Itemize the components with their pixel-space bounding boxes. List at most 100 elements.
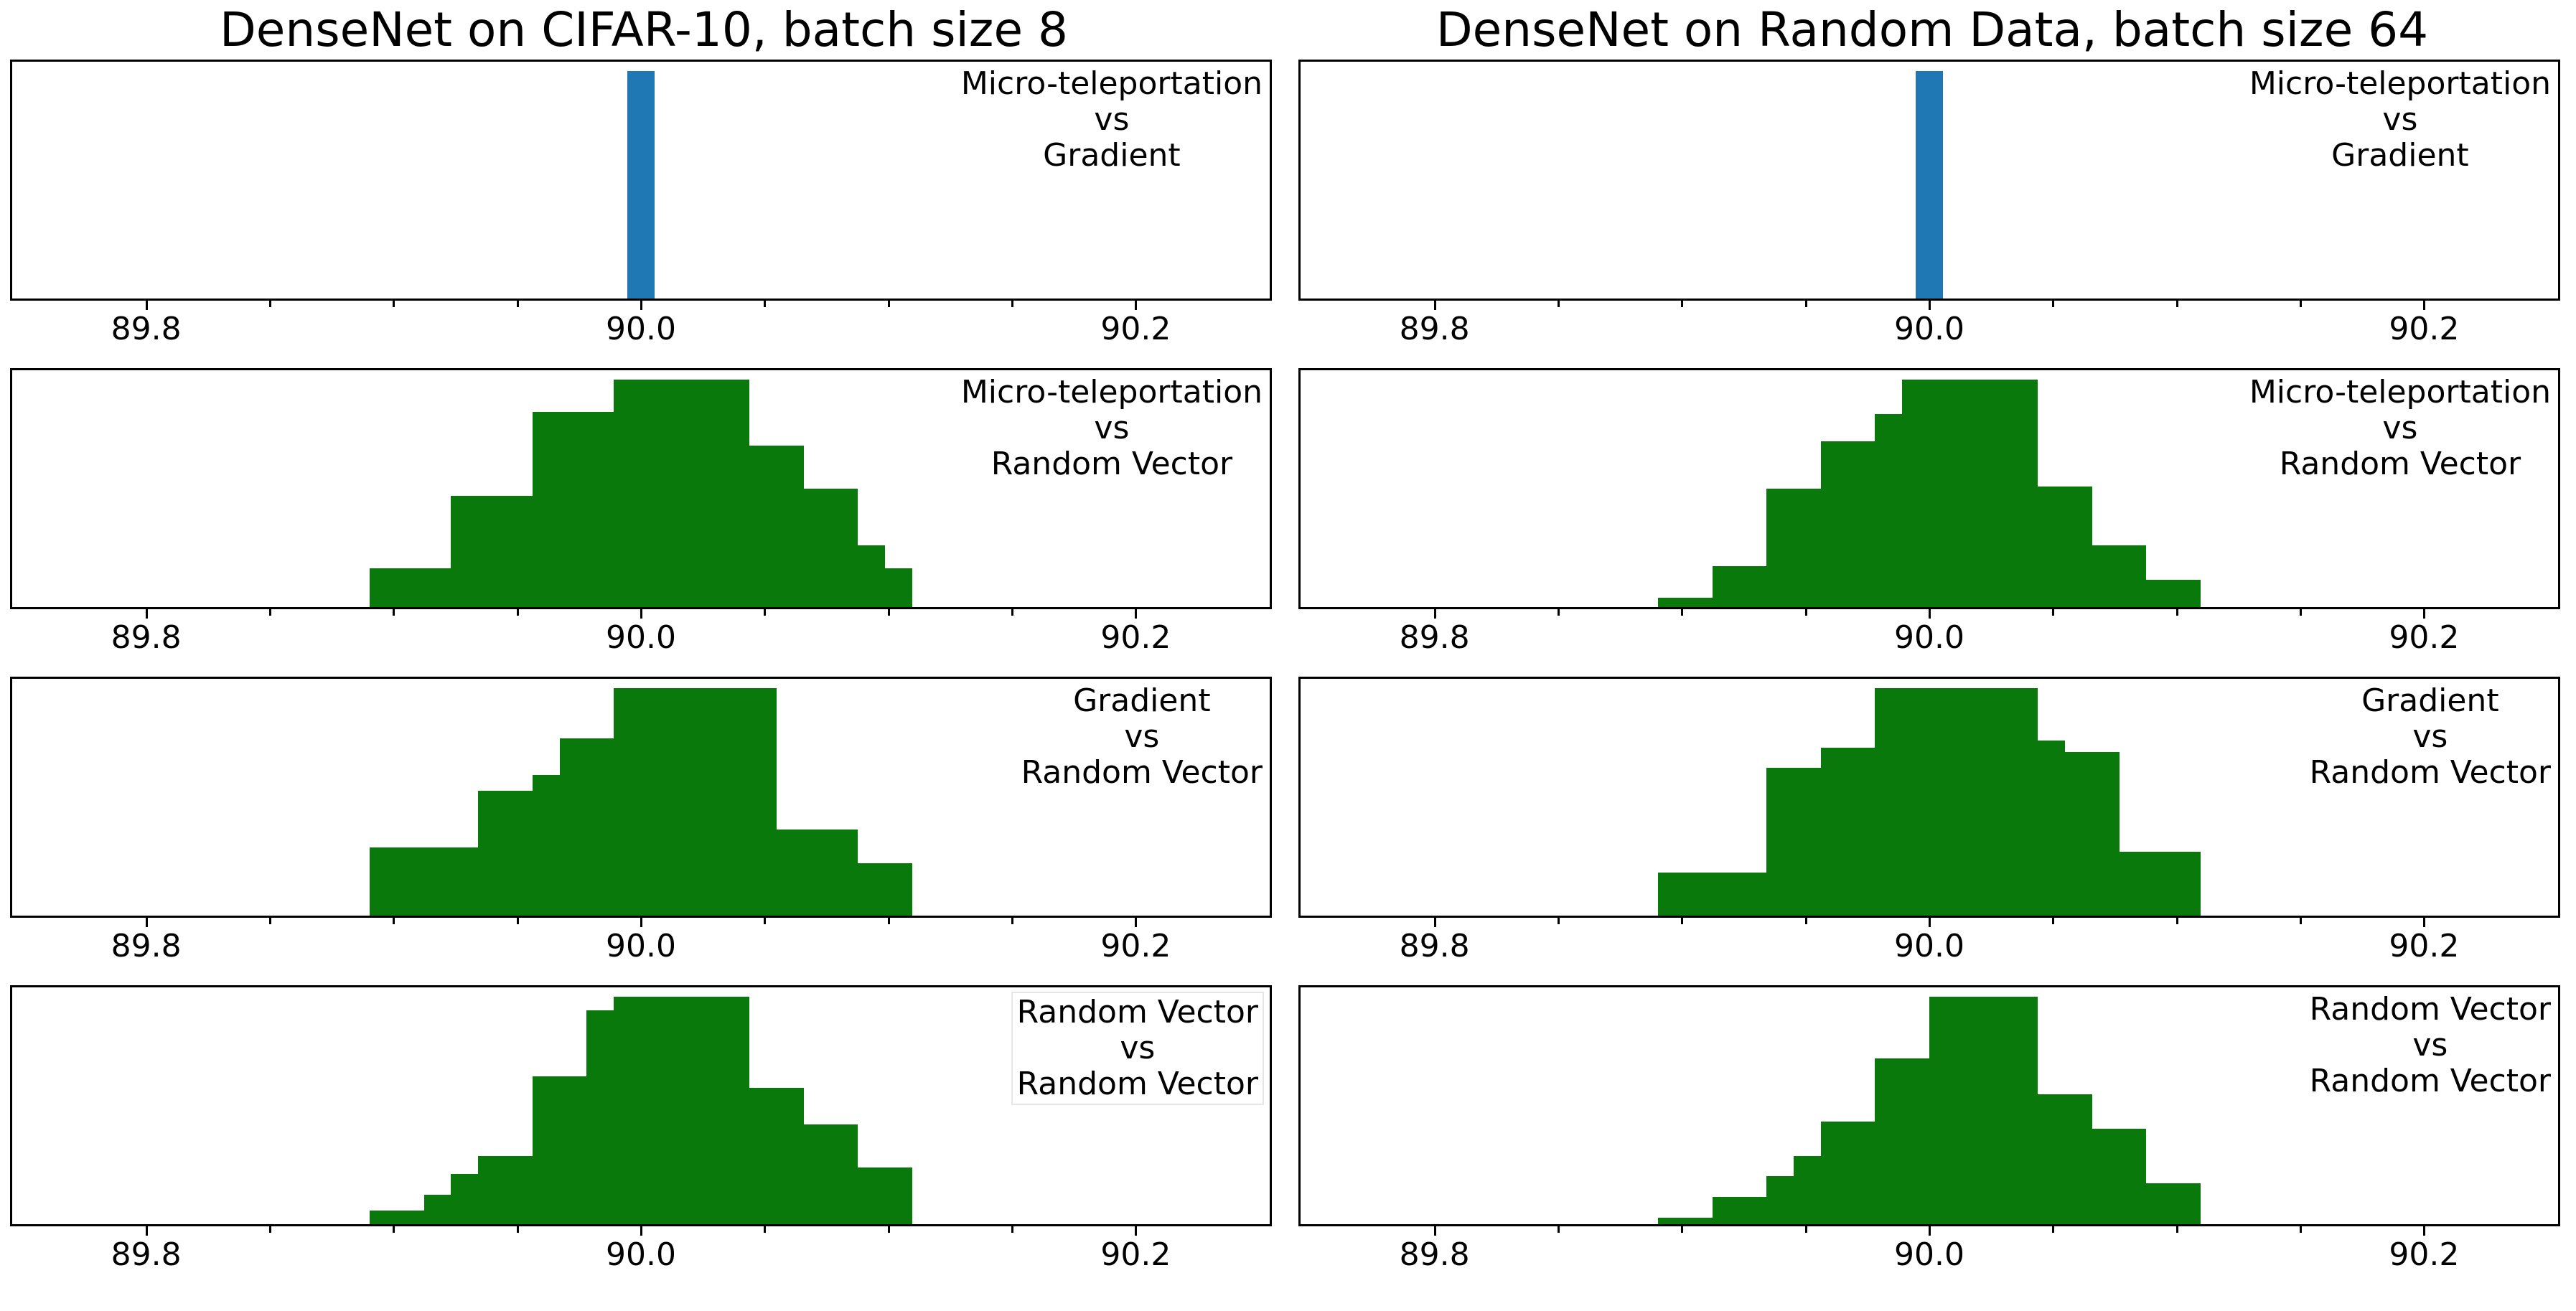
- histogram-bar: [559, 411, 587, 607]
- histogram-bar: [1739, 565, 1767, 607]
- x-axis-minor-tick: [1011, 301, 1014, 307]
- x-axis-tick: [1135, 918, 1138, 927]
- x-axis-tick-label: 89.8: [1399, 928, 1470, 964]
- x-axis-minor-tick: [1681, 1226, 1684, 1233]
- histogram-bar: [830, 489, 858, 607]
- histogram-bar: [614, 380, 641, 607]
- histogram-bar: [1956, 380, 1984, 607]
- x-axis-tick-label: 90.2: [1100, 1236, 1171, 1273]
- histogram-bar: [451, 495, 479, 607]
- plot-area: [1301, 62, 2558, 299]
- histogram-bar: [627, 71, 655, 299]
- histogram-bar: [1929, 688, 1957, 916]
- x-axis-minor-tick: [2300, 1226, 2303, 1233]
- histogram-bar: [695, 997, 723, 1224]
- x-axis-minor-tick: [268, 609, 271, 616]
- histogram-bar: [1983, 688, 2011, 916]
- x-axis-minor-tick: [268, 918, 271, 924]
- x-axis-minor-tick: [1011, 609, 1014, 616]
- x-axis-minor-tick: [2300, 609, 2303, 616]
- x-axis-tick: [1433, 1226, 1436, 1236]
- histogram-bar: [2146, 852, 2174, 916]
- histogram-bar: [396, 568, 424, 607]
- histogram-bar: [668, 380, 695, 607]
- x-axis-tick: [1433, 918, 1436, 927]
- x-axis-tick-label: 90.2: [2389, 619, 2460, 656]
- x-axis-minor-tick: [1557, 301, 1560, 307]
- histogram-bar: [885, 863, 912, 916]
- histogram-bar: [1712, 872, 1740, 916]
- histogram-bar: [451, 847, 479, 916]
- histogram-bar: [803, 489, 831, 607]
- x-axis-tick: [1135, 301, 1138, 310]
- histogram-bar: [1956, 997, 1984, 1224]
- histogram-bar: [1685, 598, 1713, 607]
- histogram-bar: [1739, 1196, 1767, 1224]
- x-axis-minor-tick: [1804, 918, 1807, 924]
- histogram-bar: [641, 997, 668, 1224]
- histogram-bar: [668, 688, 695, 916]
- histogram-bar: [614, 997, 641, 1224]
- histogram-bar: [1658, 872, 1685, 916]
- x-axis-tick-label: 89.8: [111, 928, 182, 964]
- histogram-bar: [695, 380, 723, 607]
- histogram-bar: [1956, 688, 1984, 916]
- column-title-right: DenseNet on Random Data, batch size 64: [1435, 2, 2429, 57]
- x-axis-minor-tick: [1681, 918, 1684, 924]
- x-axis-minor-tick: [1681, 301, 1684, 307]
- histogram-bar: [1658, 1217, 1685, 1224]
- x-axis-tick: [1929, 918, 1931, 927]
- x-axis-tick-label: 90.2: [2389, 928, 2460, 964]
- histogram-bar: [2038, 487, 2065, 607]
- x-axis-minor-tick: [2175, 609, 2178, 616]
- plot-area: [1301, 370, 2558, 607]
- x-axis-tick: [1929, 1226, 1931, 1236]
- x-axis-minor-tick: [764, 918, 767, 924]
- x-axis-tick-label: 90.0: [1894, 1236, 1964, 1273]
- histogram-bar: [2038, 1094, 2065, 1224]
- histogram-bar: [559, 738, 587, 916]
- histogram-bar: [1929, 997, 1957, 1224]
- x-axis-tick-label: 90.0: [606, 619, 676, 656]
- histogram-bar: [505, 1155, 533, 1224]
- x-axis-tick-label: 90.0: [606, 1236, 676, 1273]
- histogram-bar: [803, 829, 831, 916]
- histogram-bar: [559, 1076, 587, 1224]
- x-axis-tick: [1433, 301, 1436, 310]
- x-axis-tick: [145, 1226, 148, 1236]
- x-axis-minor-tick: [516, 1226, 519, 1233]
- histogram-bar: [586, 1010, 614, 1224]
- x-axis-tick-label: 89.8: [111, 1236, 182, 1273]
- x-axis-tick: [145, 918, 148, 927]
- histogram-bar: [885, 568, 912, 607]
- x-axis-tick-label: 90.0: [1894, 311, 1964, 347]
- histogram-bar: [1847, 441, 1875, 607]
- x-axis-minor-tick: [1011, 1226, 1014, 1233]
- x-axis-minor-tick: [393, 301, 395, 307]
- x-axis-minor-tick: [393, 1226, 395, 1233]
- histogram-bar: [722, 997, 750, 1224]
- histogram-bar: [1712, 1196, 1740, 1224]
- histogram-bar: [586, 411, 614, 607]
- x-axis-tick: [640, 1226, 642, 1236]
- histogram-bar: [776, 829, 804, 916]
- x-axis-minor-tick: [2300, 301, 2303, 307]
- histogram-bar: [803, 1124, 831, 1224]
- histogram-bar: [2119, 1128, 2147, 1224]
- histogram-bar: [1916, 71, 1943, 299]
- histogram-bar: [722, 688, 750, 916]
- histogram-bar: [668, 997, 695, 1224]
- x-axis-tick-label: 90.2: [2389, 1236, 2460, 1273]
- x-axis-tick-label: 89.8: [111, 619, 182, 656]
- histogram-bar: [1820, 747, 1848, 916]
- x-axis-tick: [2423, 301, 2426, 310]
- x-axis-tick: [1433, 609, 1436, 619]
- x-axis-minor-tick: [2175, 918, 2178, 924]
- histogram-bar: [858, 863, 886, 916]
